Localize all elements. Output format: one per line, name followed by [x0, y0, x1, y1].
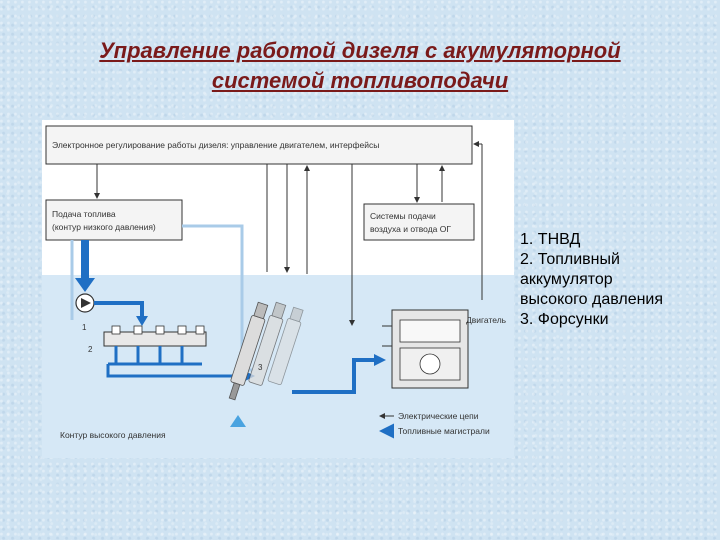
common-rail-diagram: Электронное регулирование работы дизеля:…	[42, 120, 514, 458]
injector-to-engine-line	[292, 354, 386, 394]
fuel-rail	[103, 325, 242, 378]
legend: Электрические цепи Топливные магистрали	[379, 411, 490, 439]
engine	[382, 309, 469, 389]
fuel-supply-label-1: Подача топлива	[52, 209, 116, 219]
component-item-2: 2. Топливный	[520, 251, 620, 268]
legend-electric-label: Электрические цепи	[398, 411, 479, 421]
callout-1: 1	[82, 323, 87, 332]
component-item-2-cont: аккумулятор	[520, 271, 613, 288]
component-item-3: 3. Форсунки	[520, 311, 609, 328]
low-pressure-supply	[75, 240, 95, 292]
air-system-label-2: воздуха и отвода ОГ	[370, 224, 451, 234]
injectors	[228, 301, 304, 401]
engine-label: Двигатель	[466, 315, 507, 325]
control-box-label: Электронное регулирование работы дизеля:…	[52, 140, 379, 150]
callout-2: 2	[88, 345, 93, 354]
slide-title-line-1: Управление работой дизеля с акумуляторно…	[99, 38, 621, 63]
high-pressure-pump	[75, 293, 95, 313]
component-item-1: 1. ТНВД	[520, 231, 581, 248]
components-list: 1. ТНВД 2. Топливный аккумулятор высоког…	[520, 230, 715, 330]
electric-lines	[94, 141, 483, 326]
fuel-supply-box	[45, 199, 183, 241]
control-box	[45, 125, 473, 165]
air-system-label-1: Системы подачи	[370, 211, 436, 221]
slide-title: Управление работой дизеля с акумуляторно…	[0, 36, 720, 96]
slide-title-line-2: системой топливоподачи	[211, 68, 509, 93]
fuel-supply-label-2: (контур низкого давления)	[52, 222, 156, 232]
high-pressure-circuit-label: Контур высокого давления	[60, 430, 166, 440]
injector-spray	[230, 415, 246, 427]
callout-3: 3	[258, 363, 263, 372]
legend-fuel-label: Топливные магистрали	[398, 426, 490, 436]
pump-to-rail-line	[94, 301, 148, 326]
air-system-box	[363, 203, 475, 241]
component-item-2-cont-2: высокого давления	[520, 291, 664, 308]
